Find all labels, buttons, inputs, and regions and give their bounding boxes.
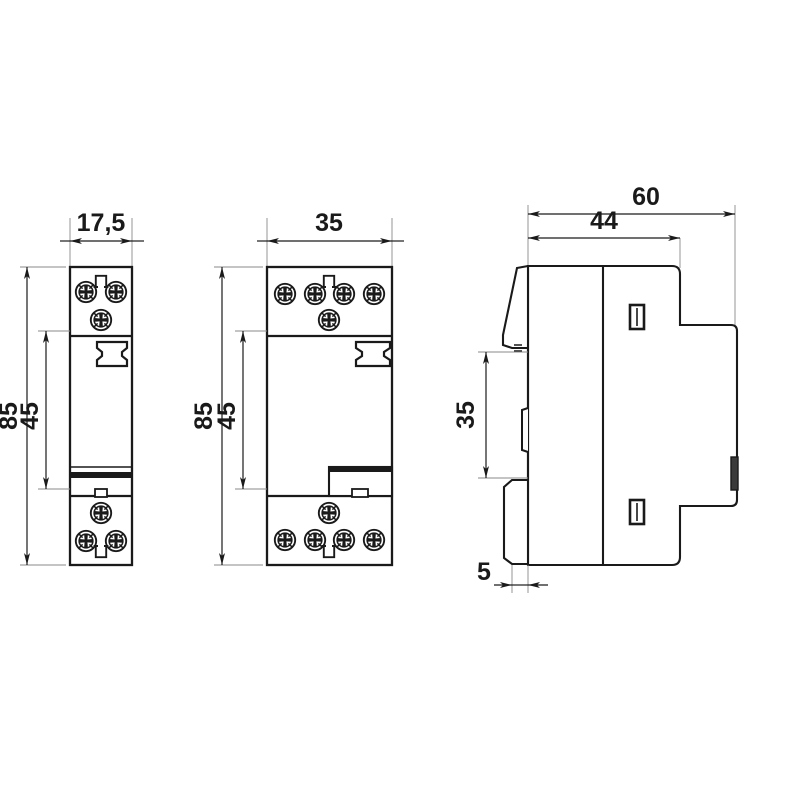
dim-label-45-view1: 45 — [16, 402, 44, 430]
terminal-screw — [104, 529, 128, 553]
terminal-screw — [332, 282, 356, 306]
terminal-screw — [303, 528, 327, 552]
rail-clip-upper — [501, 264, 529, 350]
side-latch-nub — [730, 456, 739, 491]
rail-clip-lower — [502, 478, 528, 566]
dimension-85-view2 — [219, 267, 225, 565]
terminal-slot-icon — [628, 303, 646, 331]
dim-label-44: 44 — [590, 207, 618, 235]
latch-window — [354, 340, 392, 368]
terminal-slot-icon — [628, 498, 646, 526]
dim-label-5: 5 — [477, 558, 491, 586]
dim-label-85-view2: 85 — [190, 402, 218, 430]
terminal-screw — [362, 528, 386, 552]
dimension-45-view1 — [43, 331, 49, 489]
terminal-screw — [273, 528, 297, 552]
dimension-85-view1 — [24, 267, 30, 565]
center-notch — [94, 488, 108, 498]
side-recess — [521, 407, 529, 453]
terminal-screw — [362, 282, 386, 306]
housing-profile — [526, 264, 739, 567]
front-label-band — [70, 472, 132, 478]
terminal-screw — [317, 308, 341, 332]
terminal-screw — [332, 528, 356, 552]
terminal-screw — [317, 501, 341, 525]
dimension-35-width — [257, 238, 404, 244]
dim-label-60: 60 — [632, 183, 660, 211]
dim-label-45-view2: 45 — [213, 402, 241, 430]
dim-label-35-width: 35 — [315, 209, 343, 237]
terminal-screw — [273, 282, 297, 306]
terminal-screw — [104, 280, 128, 304]
front-view-17-5: 17,5 — [0, 209, 144, 567]
center-notch — [351, 488, 369, 498]
dimension-35-rail — [483, 352, 489, 478]
dimension-60 — [528, 211, 735, 217]
front-view-35: 35 — [190, 209, 404, 567]
terminal-screw — [74, 280, 98, 304]
side-view: 60 44 — [452, 183, 739, 593]
latch-window — [95, 340, 129, 368]
dimension-44 — [528, 235, 680, 241]
terminal-screw — [89, 501, 113, 525]
front-label-band — [329, 467, 392, 472]
terminal-screw — [74, 529, 98, 553]
dimension-5 — [494, 582, 548, 588]
rail-clip-hatch — [514, 344, 522, 352]
terminal-screw — [89, 308, 113, 332]
dimension-17-5 — [60, 238, 144, 244]
dim-label-35-rail: 35 — [452, 401, 480, 429]
dim-label-85-view1: 85 — [0, 402, 23, 430]
dim-label-17-5: 17,5 — [77, 209, 126, 237]
dimension-45-view2 — [240, 331, 246, 489]
